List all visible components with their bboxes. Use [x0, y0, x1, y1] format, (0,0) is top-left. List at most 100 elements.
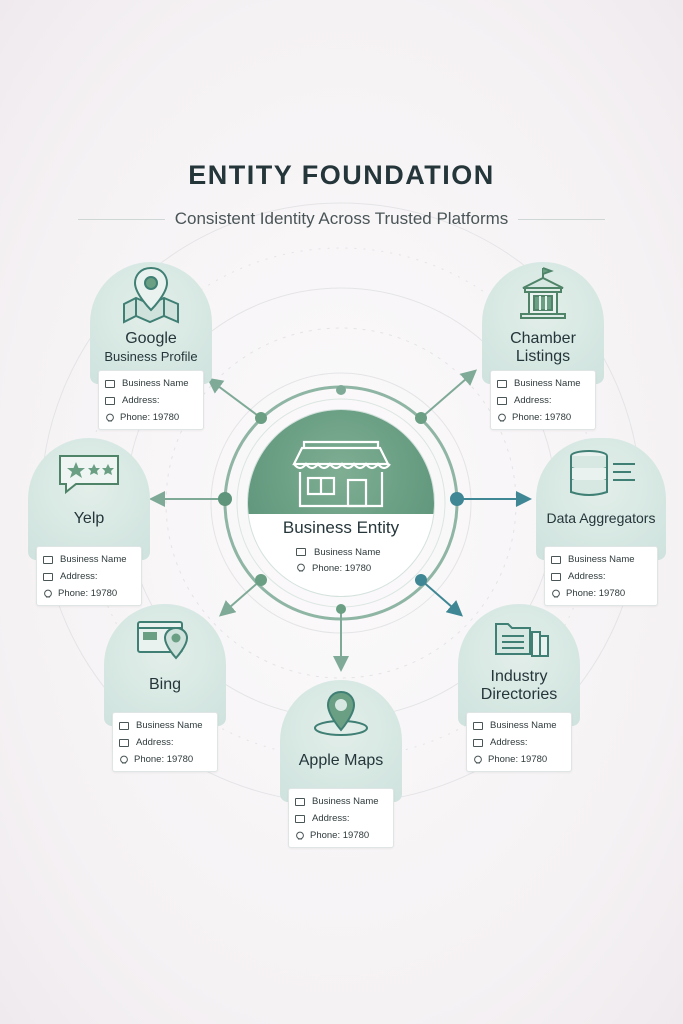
- review-stars-icon: [59, 455, 119, 495]
- hub-field-phone: Phone: 19780: [296, 560, 381, 576]
- location-small-icon: [474, 755, 482, 763]
- node-bubble: Apple Maps: [280, 680, 402, 802]
- field-text: Phone: 19780: [58, 588, 118, 599]
- field-row: Business Name: [105, 375, 197, 392]
- node-label: Yelp: [73, 510, 105, 527]
- node-bubble: Bing: [104, 604, 226, 726]
- page-title: ENTITY FOUNDATION: [188, 160, 495, 190]
- checkbox-icon: [43, 572, 53, 581]
- node-apple-maps: Apple Maps Business Name Address: Phone:…: [280, 680, 402, 848]
- field-row: Address:: [497, 392, 589, 409]
- node-label-line2: Listings: [515, 348, 571, 365]
- node-bubble: Yelp: [28, 438, 150, 560]
- listing-card: Business Name Address: Phone: 19780: [288, 788, 394, 848]
- field-text: Phone: 19780: [566, 588, 626, 599]
- subtitle-divider-right: [518, 218, 605, 220]
- checkbox-icon: [43, 555, 53, 564]
- field-text: Business Name: [122, 378, 189, 389]
- node-label-line2: Directories: [480, 686, 558, 703]
- field-text: Address:: [136, 737, 174, 748]
- business-entity-hub: Business Entity Business Name Phone: 197…: [248, 410, 434, 596]
- listing-card: Business Name Address: Phone: 19780: [466, 712, 572, 772]
- field-row: Business Name: [551, 551, 651, 568]
- field-row: Phone: 19780: [497, 409, 589, 426]
- hub-fields: Business Name Phone: 19780: [296, 544, 381, 576]
- node-label: Google: [125, 330, 177, 347]
- hub-label: Business Entity: [282, 518, 400, 537]
- field-row: Address:: [43, 568, 135, 585]
- field-text: Address:: [568, 571, 606, 582]
- listing-card: Business Name Address: Phone: 19780: [544, 546, 658, 606]
- location-small-icon: [296, 831, 304, 839]
- field-row: Business Name: [295, 793, 387, 810]
- connector-bing: [218, 579, 262, 617]
- field-row: Phone: 19780: [119, 751, 211, 768]
- field-row: Phone: 19780: [295, 827, 387, 844]
- field-text: Address:: [514, 395, 552, 406]
- location-small-icon: [106, 413, 114, 421]
- checkbox-icon: [551, 555, 561, 564]
- node-label: Industry: [490, 668, 548, 685]
- node-bubble: Google Business Profile: [90, 262, 212, 384]
- node-data-aggregators: Data Aggregators Business Name Address: …: [536, 438, 666, 606]
- field-text: Business Name: [136, 720, 203, 731]
- node-yelp: Yelp Business Name Address: Phone: 19780: [28, 438, 150, 606]
- node-label: Chamber: [510, 330, 576, 347]
- hub-field-phone-text: Phone: 19780: [312, 562, 372, 574]
- checkbox-icon: [551, 572, 561, 581]
- field-text: Address:: [312, 813, 350, 824]
- location-small-icon: [498, 413, 506, 421]
- checkbox-icon: [473, 721, 483, 730]
- field-text: Phone: 19780: [512, 412, 572, 423]
- checkbox-icon: [105, 379, 115, 388]
- field-row: Business Name: [119, 717, 211, 734]
- map-pin-icon: [123, 266, 179, 324]
- field-row: Phone: 19780: [551, 585, 651, 602]
- hub-field-name-text: Business Name: [314, 546, 381, 558]
- location-small-icon: [44, 589, 52, 597]
- node-label: Data Aggregators: [546, 510, 656, 526]
- storefront-icon: [292, 440, 391, 508]
- listing-card: Business Name Address: Phone: 19780: [98, 370, 204, 430]
- listing-card: Business Name Address: Phone: 19780: [490, 370, 596, 430]
- node-chamber-listings: Chamber Listings Business Name Address: …: [482, 262, 604, 430]
- checkbox-icon: [105, 396, 115, 405]
- field-row: Business Name: [473, 717, 565, 734]
- connector-industry: [420, 579, 464, 617]
- folders-icon: [495, 623, 549, 657]
- node-label: Apple Maps: [298, 752, 384, 769]
- field-row: Phone: 19780: [43, 585, 135, 602]
- node-label: Bing: [148, 676, 182, 693]
- checkbox-icon: [473, 738, 483, 747]
- field-row: Address:: [119, 734, 211, 751]
- hub-field-name: Business Name: [296, 544, 381, 560]
- field-text: Phone: 19780: [120, 412, 180, 423]
- field-text: Business Name: [312, 796, 379, 807]
- location-small-icon: [120, 755, 128, 763]
- checkbox-icon: [119, 721, 129, 730]
- node-industry-directories: Industry Directories Business Name Addre…: [458, 604, 580, 772]
- node-google-business-profile: Google Business Profile Business Name Ad…: [90, 262, 212, 430]
- checkbox-icon: [295, 797, 305, 806]
- location-pin-icon: [314, 690, 368, 736]
- listing-card: Business Name Address: Phone: 19780: [112, 712, 218, 772]
- field-text: Business Name: [514, 378, 581, 389]
- field-text: Phone: 19780: [488, 754, 548, 765]
- field-text: Address:: [60, 571, 98, 582]
- field-row: Business Name: [497, 375, 589, 392]
- hub-header: [248, 410, 434, 514]
- location-small-icon: [297, 563, 305, 572]
- field-text: Phone: 19780: [310, 830, 370, 841]
- checkbox-icon: [296, 548, 306, 556]
- subtitle-row: Consistent Identity Across Trusted Platf…: [78, 208, 605, 230]
- field-row: Address:: [295, 810, 387, 827]
- field-text: Business Name: [568, 554, 635, 565]
- node-bubble: Chamber Listings: [482, 262, 604, 384]
- node-bing: Bing Business Name Address: Phone: 19780: [104, 604, 226, 772]
- field-text: Address:: [122, 395, 160, 406]
- building-icon: [520, 267, 566, 319]
- checkbox-icon: [119, 738, 129, 747]
- node-bubble: Industry Directories: [458, 604, 580, 726]
